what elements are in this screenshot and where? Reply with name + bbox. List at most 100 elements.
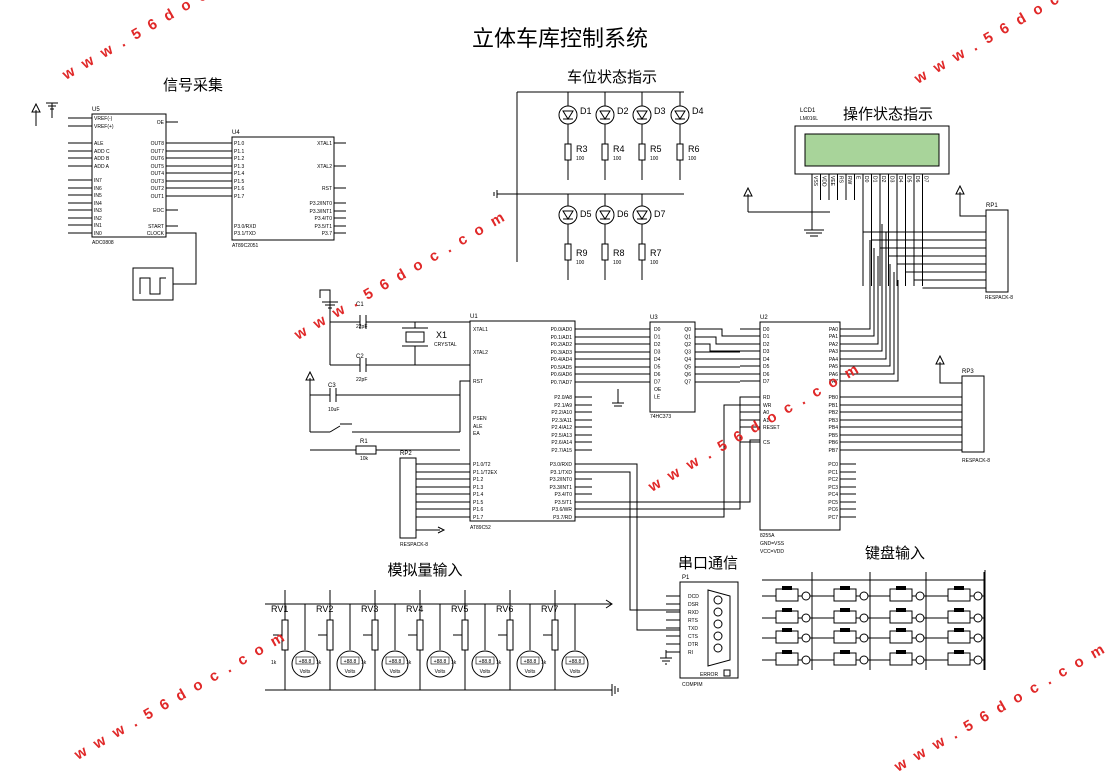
u3-pin: Q7 bbox=[684, 380, 691, 386]
u3-pin: D3 bbox=[654, 350, 661, 356]
led-resistor-ref: R8 bbox=[613, 248, 625, 258]
p1-ref: P1 bbox=[682, 575, 690, 581]
led-resistor-ref: R6 bbox=[688, 144, 700, 154]
u2-pin: PA0 bbox=[829, 327, 838, 333]
u5-pin: OE bbox=[157, 120, 165, 126]
meter-unit: Volts bbox=[435, 669, 446, 675]
rp3-name: RESPACK-8 bbox=[962, 458, 990, 464]
lcd-pin: VEE bbox=[829, 176, 835, 187]
u5-pin: OUT1 bbox=[151, 194, 165, 200]
watermark-topright: w w w . 5 6 d o c . c o m bbox=[911, 0, 1112, 88]
led-resistor-val: 100 bbox=[688, 156, 697, 162]
led-resistor-val: 100 bbox=[576, 260, 585, 266]
led-resistor-val: 100 bbox=[613, 260, 622, 266]
section-label-operation: 操作状态指示 bbox=[843, 105, 933, 123]
u3-pin: D6 bbox=[654, 372, 661, 378]
reset-circuit: C3 10uF R1 10k bbox=[305, 370, 470, 462]
rp3-ref: RP3 bbox=[962, 369, 974, 375]
u5-pin: CLOCK bbox=[147, 231, 165, 237]
u5-pin: OUT8 bbox=[151, 141, 165, 147]
u5-pin: IN6 bbox=[94, 186, 102, 192]
u1-pin: P1.0/T2 bbox=[473, 462, 491, 468]
u1-pin: XTAL2 bbox=[473, 350, 488, 356]
u2-pin: PA6 bbox=[829, 372, 838, 378]
u4-pin: P1.4 bbox=[234, 171, 245, 177]
u3-pin: D7 bbox=[654, 380, 661, 386]
schematic-title: 立体车库控制系统 bbox=[472, 27, 648, 52]
led-label: D1 bbox=[580, 106, 592, 116]
watermark-topleft: w w w . 5 6 d o c . c o m bbox=[59, 0, 278, 84]
lcd-pin: D1 bbox=[872, 176, 878, 183]
u1-pin: P3.5/T1 bbox=[554, 500, 572, 506]
u2-pin: PC5 bbox=[828, 500, 838, 506]
x1-ref: X1 bbox=[436, 330, 447, 340]
u5-pin: ADD A bbox=[94, 164, 110, 170]
u2-pin: PC6 bbox=[828, 507, 838, 513]
lcd-pin: D6 bbox=[914, 176, 920, 183]
lcd-pin: RW bbox=[846, 176, 852, 185]
u1-pin: P0.6/AD6 bbox=[551, 372, 573, 378]
u2-pin: PA1 bbox=[829, 334, 838, 340]
u3-pin: D4 bbox=[654, 357, 661, 363]
u5-pin: ADD B bbox=[94, 156, 110, 162]
u3-pin: Q4 bbox=[684, 357, 691, 363]
rp2-name: RESPACK-8 bbox=[400, 542, 428, 548]
c3-ref: C3 bbox=[328, 383, 336, 389]
u2-pin: D0 bbox=[763, 327, 770, 333]
pot-value: 1k bbox=[406, 660, 412, 666]
u5-pin: OUT4 bbox=[151, 171, 165, 177]
led-label: D7 bbox=[654, 209, 666, 219]
u5-pin: OUT7 bbox=[151, 149, 165, 155]
u5-pin: IN3 bbox=[94, 208, 102, 214]
pot-value: 1k bbox=[271, 660, 277, 666]
meter-reading: +88.8 bbox=[479, 659, 492, 665]
lcd-pin: VSS bbox=[812, 176, 818, 187]
meter-unit: Volts bbox=[390, 669, 401, 675]
u1-pin: P0.5/AD5 bbox=[551, 365, 573, 371]
u5-name: ADC0808 bbox=[92, 240, 114, 246]
u2-name: 8255A bbox=[760, 533, 775, 539]
pot-label: RV1 bbox=[271, 604, 288, 614]
u4-pin: P1.1 bbox=[234, 149, 245, 155]
rp1-ref: RP1 bbox=[986, 203, 998, 209]
u2-pin: PB1 bbox=[829, 403, 839, 409]
u2-pin: D3 bbox=[763, 349, 770, 355]
r1-ref: R1 bbox=[360, 439, 368, 445]
led-label: D3 bbox=[654, 106, 666, 116]
u4-pin: RST bbox=[322, 186, 332, 192]
u1-pin: P1.7 bbox=[473, 515, 484, 521]
u1-pin: P2.2/A10 bbox=[551, 410, 572, 416]
u2-pin: PB4 bbox=[829, 425, 839, 431]
p1-pin: DSR bbox=[688, 602, 699, 608]
p1-pin: TXD bbox=[688, 626, 698, 632]
u3-pin: LE bbox=[654, 395, 661, 401]
u3-pin: OE bbox=[654, 387, 662, 393]
c2-val: 22pF bbox=[356, 377, 367, 383]
meter-reading: +88.8 bbox=[434, 659, 447, 665]
clock-source bbox=[132, 232, 197, 301]
lcd-pin: D0 bbox=[863, 176, 869, 183]
u2-pin: A0 bbox=[763, 410, 769, 416]
u4-pin: P1.6 bbox=[234, 186, 245, 192]
meter-unit: Volts bbox=[300, 669, 311, 675]
u1-pin: P3.2/INT0 bbox=[549, 477, 572, 483]
u2-pin: D5 bbox=[763, 364, 770, 370]
p1-pin: RI bbox=[688, 650, 693, 656]
u4-pin: P3.0/RXD bbox=[234, 224, 257, 230]
pot-label: RV7 bbox=[541, 604, 558, 614]
u5-ref: U5 bbox=[92, 107, 100, 113]
u1-ref: U1 bbox=[470, 314, 478, 320]
u4-pin: P1.5 bbox=[234, 179, 245, 185]
pot-label: RV2 bbox=[316, 604, 333, 614]
meter-unit: Volts bbox=[570, 669, 581, 675]
u2-pin: A1 bbox=[763, 418, 769, 424]
u5-pin: ALE bbox=[94, 141, 104, 147]
u4-pin: P3.1/TXD bbox=[234, 231, 256, 237]
u5-pin: IN2 bbox=[94, 216, 102, 222]
respack-rp2: RP2 RESPACK-8 bbox=[399, 451, 470, 548]
p1-pin: RXD bbox=[688, 610, 699, 616]
u4-ref: U4 bbox=[232, 130, 240, 136]
u2-pin: PA2 bbox=[829, 342, 838, 348]
u5-pin: OUT6 bbox=[151, 156, 165, 162]
